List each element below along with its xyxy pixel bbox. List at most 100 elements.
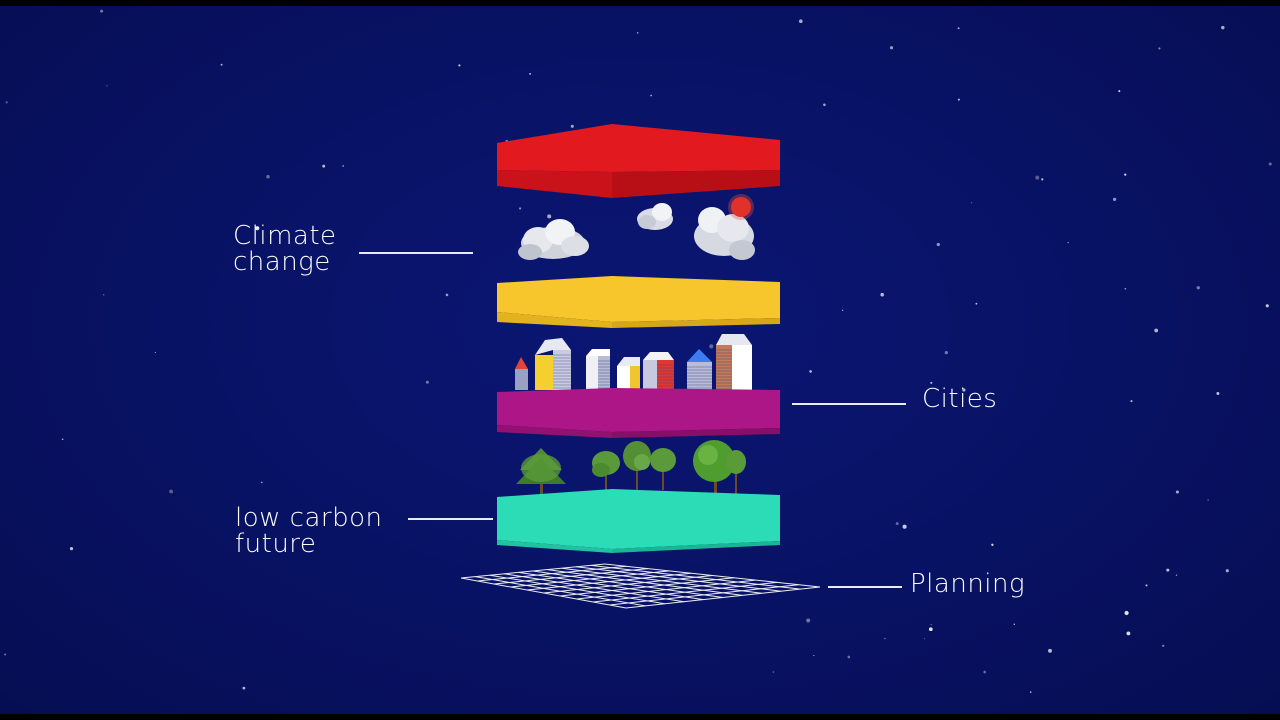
star: [809, 370, 812, 373]
star: [106, 85, 108, 87]
star: [1013, 623, 1015, 625]
star: [1221, 25, 1225, 30]
leader-line-climate: [359, 252, 473, 254]
star: [895, 522, 899, 526]
grid-icon: [460, 563, 821, 609]
star: [1145, 584, 1148, 587]
star: [61, 438, 64, 441]
star: [1048, 648, 1052, 653]
star: [823, 103, 826, 107]
star: [991, 543, 994, 546]
star: [1225, 569, 1229, 573]
star: [1118, 90, 1121, 93]
star: [799, 19, 803, 24]
star: [1268, 162, 1272, 166]
label-cities: Cities: [922, 384, 998, 414]
star: [957, 98, 960, 101]
label-climate-change-line2: change: [233, 247, 331, 277]
star: [5, 101, 8, 104]
star: [889, 46, 894, 50]
star: [220, 63, 223, 66]
star: [100, 9, 104, 13]
star: [1175, 490, 1179, 494]
star: [1207, 499, 1209, 501]
star: [519, 207, 522, 210]
star: [1175, 574, 1178, 576]
star: [1166, 568, 1170, 572]
star: [1124, 173, 1127, 176]
star: [637, 32, 639, 34]
star: [1113, 197, 1117, 201]
star: [842, 309, 844, 312]
star: [1162, 644, 1165, 647]
tree-icon: [693, 440, 746, 496]
cloud-icon: [518, 219, 589, 260]
building-window-stripes: [553, 349, 732, 390]
star: [570, 124, 574, 128]
star: [923, 638, 926, 640]
star: [1154, 328, 1159, 333]
star: [342, 165, 345, 167]
building-icon: [687, 349, 712, 390]
star: [169, 489, 174, 494]
star: [322, 164, 326, 168]
star: [69, 546, 74, 551]
building-icon: [643, 352, 674, 390]
letterbox-top: [0, 0, 1280, 6]
star: [902, 524, 907, 529]
sun-icon: [728, 194, 754, 220]
star: [1196, 286, 1200, 290]
star: [1067, 241, 1069, 244]
leader-line-low-carbon: [408, 518, 493, 520]
star: [806, 618, 811, 623]
star: [425, 380, 429, 384]
star: [1130, 400, 1133, 403]
label-low-carbon-line1: low carbon: [235, 503, 383, 533]
leader-line-cities: [792, 403, 906, 405]
building-icon: [586, 349, 610, 390]
star: [884, 637, 886, 640]
star: [1029, 691, 1032, 693]
star: [709, 344, 714, 349]
star: [529, 73, 531, 75]
star: [975, 302, 978, 305]
star: [971, 202, 973, 204]
label-planning: Planning: [910, 569, 1026, 599]
star: [944, 351, 948, 355]
red-layer: [497, 124, 780, 198]
star: [930, 623, 932, 626]
leader-line-planning: [828, 586, 902, 588]
star: [1158, 47, 1161, 50]
star: [1126, 631, 1131, 636]
star: [458, 64, 461, 67]
star: [772, 671, 775, 673]
cloud-icon: [637, 203, 673, 230]
star: [880, 292, 884, 297]
star: [936, 242, 940, 247]
star: [255, 226, 260, 231]
tree-icon: [516, 448, 566, 496]
star: [928, 627, 933, 632]
star: [813, 654, 815, 657]
star: [650, 94, 652, 97]
star: [1041, 178, 1044, 181]
star: [983, 670, 986, 674]
star: [1035, 175, 1040, 180]
teal-layer: [497, 489, 780, 553]
tree-icon: [592, 451, 620, 496]
yellow-layer: [497, 276, 780, 328]
star: [102, 294, 105, 296]
star-field: [4, 9, 1272, 693]
building-icon: [716, 334, 752, 390]
star: [266, 174, 270, 179]
building-icon: [515, 357, 528, 390]
star: [962, 388, 966, 392]
star: [847, 655, 851, 659]
tree-icon: [623, 441, 651, 492]
letterbox-bottom: [0, 714, 1280, 720]
building-icon: [535, 338, 571, 390]
star: [260, 481, 263, 484]
star: [1124, 610, 1129, 616]
